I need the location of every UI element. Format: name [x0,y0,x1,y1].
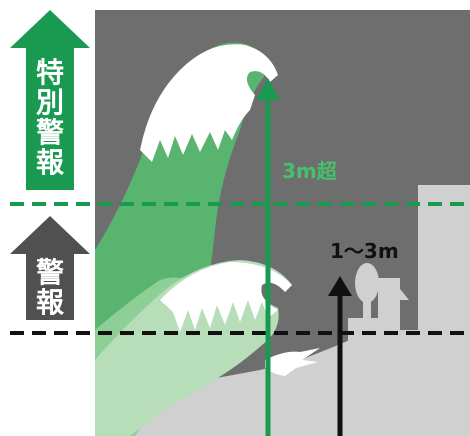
small-wave-crest [160,262,292,332]
wave-splash [265,348,320,376]
warning-height-arrow-head [328,276,352,296]
special-warning-banner [10,10,90,190]
ground [95,330,470,436]
special-warning-char-4: 報 [36,146,65,179]
warning-height-label: 1～3m [330,239,399,263]
special-warning-char-2: 別 [36,86,64,119]
warning-banner [10,216,90,320]
special-warning-char-3: 警 [36,116,64,149]
warning-char-1: 警 [36,256,64,289]
special-warning-char-1: 特 [36,56,64,89]
special-height-label: 3m超 [282,159,338,183]
warning-char-2: 報 [36,286,65,319]
large-wave-crest [140,44,278,162]
special-height-arrow-head [256,78,280,100]
